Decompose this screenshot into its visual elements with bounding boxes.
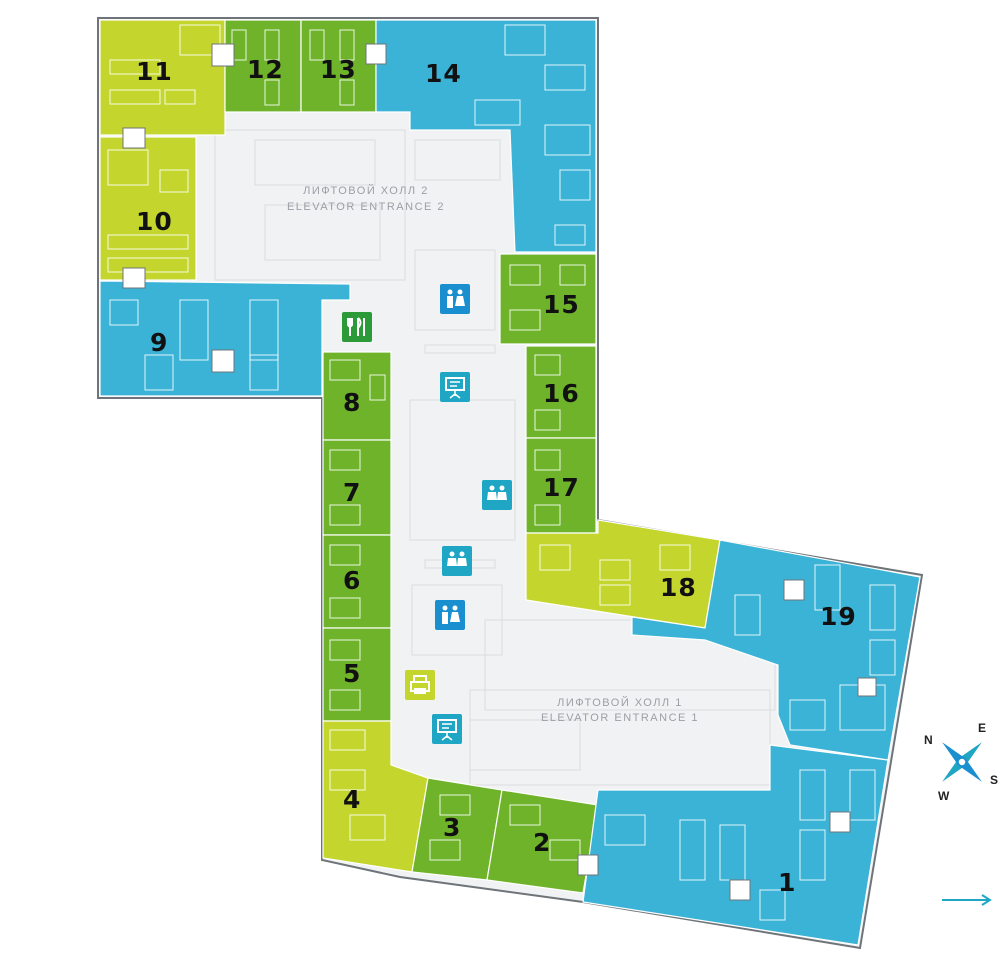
zone-15[interactable]: 15 bbox=[499, 253, 597, 345]
zone-14[interactable]: 14 bbox=[375, 19, 597, 253]
zone-16[interactable]: 16 bbox=[525, 345, 597, 439]
zone-label: 17 bbox=[543, 473, 580, 502]
zone-label: 15 bbox=[543, 290, 580, 319]
zone-13[interactable]: 13 bbox=[300, 19, 377, 113]
zone-11-area[interactable] bbox=[99, 19, 226, 136]
printer-icon[interactable] bbox=[405, 670, 435, 700]
hall-2-en-label: ELEVATOR ENTRANCE 2 bbox=[287, 201, 445, 213]
zone-10[interactable]: 10 bbox=[99, 136, 197, 281]
restroom-icon[interactable] bbox=[440, 284, 470, 314]
elevator-hall-1: ЛИФТОВОЙ ХОЛЛ 1 ELEVATOR ENTRANCE 1 bbox=[541, 696, 699, 724]
restroom-icon[interactable] bbox=[442, 546, 472, 576]
compass-rose: N E S W bbox=[924, 721, 998, 803]
zone-8[interactable]: 8 bbox=[322, 351, 392, 441]
zone-16-area[interactable] bbox=[525, 345, 597, 439]
zone-label: 5 bbox=[343, 659, 361, 688]
zone-6-area[interactable] bbox=[322, 534, 392, 629]
hall-2-ru-label: ЛИФТОВОЙ ХОЛЛ 2 bbox=[303, 184, 429, 197]
zone-label: 13 bbox=[320, 55, 357, 84]
zone-8-area[interactable] bbox=[322, 351, 392, 441]
zone-label: 3 bbox=[443, 813, 461, 842]
compass-e-label: E bbox=[978, 721, 986, 735]
arrow-right-icon[interactable] bbox=[942, 894, 992, 906]
facility-icons bbox=[342, 284, 512, 744]
restroom-icon[interactable] bbox=[435, 600, 465, 630]
compass-s-label: S bbox=[990, 773, 998, 787]
zone-9-area[interactable] bbox=[99, 280, 351, 397]
zone-label: 11 bbox=[136, 57, 173, 86]
compass-w-label: W bbox=[938, 789, 950, 803]
zone-7[interactable]: 7 bbox=[322, 439, 392, 536]
zone-label: 12 bbox=[247, 55, 284, 84]
hall-1-ru-label: ЛИФТОВОЙ ХОЛЛ 1 bbox=[557, 696, 683, 709]
zone-5-area[interactable] bbox=[322, 627, 392, 722]
compass-n-label: N bbox=[924, 733, 933, 747]
zone-label: 10 bbox=[136, 207, 173, 236]
zone-13-area[interactable] bbox=[300, 19, 377, 113]
zone-12[interactable]: 12 bbox=[224, 19, 302, 113]
zone-label: 6 bbox=[343, 566, 361, 595]
restroom-icon[interactable] bbox=[482, 480, 512, 510]
zone-label: 16 bbox=[543, 379, 580, 408]
zone-label: 8 bbox=[343, 388, 361, 417]
zone-label: 7 bbox=[343, 478, 361, 507]
elevator-hall-2: ЛИФТОВОЙ ХОЛЛ 2 ELEVATOR ENTRANCE 2 bbox=[287, 184, 445, 213]
zone-label: 2 bbox=[533, 828, 551, 857]
hall-1-en-label: ELEVATOR ENTRANCE 1 bbox=[541, 712, 699, 724]
meeting-room-icon[interactable] bbox=[432, 714, 462, 744]
zone-19[interactable]: 19 bbox=[631, 539, 921, 761]
zone-17[interactable]: 17 bbox=[525, 437, 597, 534]
columns bbox=[122, 43, 877, 901]
zone-2[interactable]: 2 bbox=[486, 789, 599, 894]
meeting-room-icon[interactable] bbox=[440, 372, 470, 402]
zone-label: 4 bbox=[343, 785, 361, 814]
zone-19-area[interactable] bbox=[631, 539, 921, 761]
zone-label: 18 bbox=[660, 573, 697, 602]
zone-label: 9 bbox=[150, 328, 168, 357]
zone-11[interactable]: 11 bbox=[99, 19, 226, 136]
zone-14-area[interactable] bbox=[375, 19, 597, 253]
restaurant-icon[interactable] bbox=[342, 312, 372, 342]
zone-15-area[interactable] bbox=[499, 253, 597, 345]
zone-3[interactable]: 3 bbox=[411, 777, 503, 881]
zone-2-area[interactable] bbox=[486, 789, 599, 894]
zone-6[interactable]: 6 bbox=[322, 534, 392, 629]
zone-label: 1 bbox=[778, 868, 796, 897]
zone-5[interactable]: 5 bbox=[322, 627, 392, 722]
zone-18[interactable]: 18 bbox=[525, 519, 721, 629]
zone-9[interactable]: 9 bbox=[99, 280, 351, 397]
zone-label: 19 bbox=[820, 602, 857, 631]
zone-label: 14 bbox=[425, 59, 462, 88]
zones: 11 10 12 13 14 bbox=[99, 19, 921, 946]
